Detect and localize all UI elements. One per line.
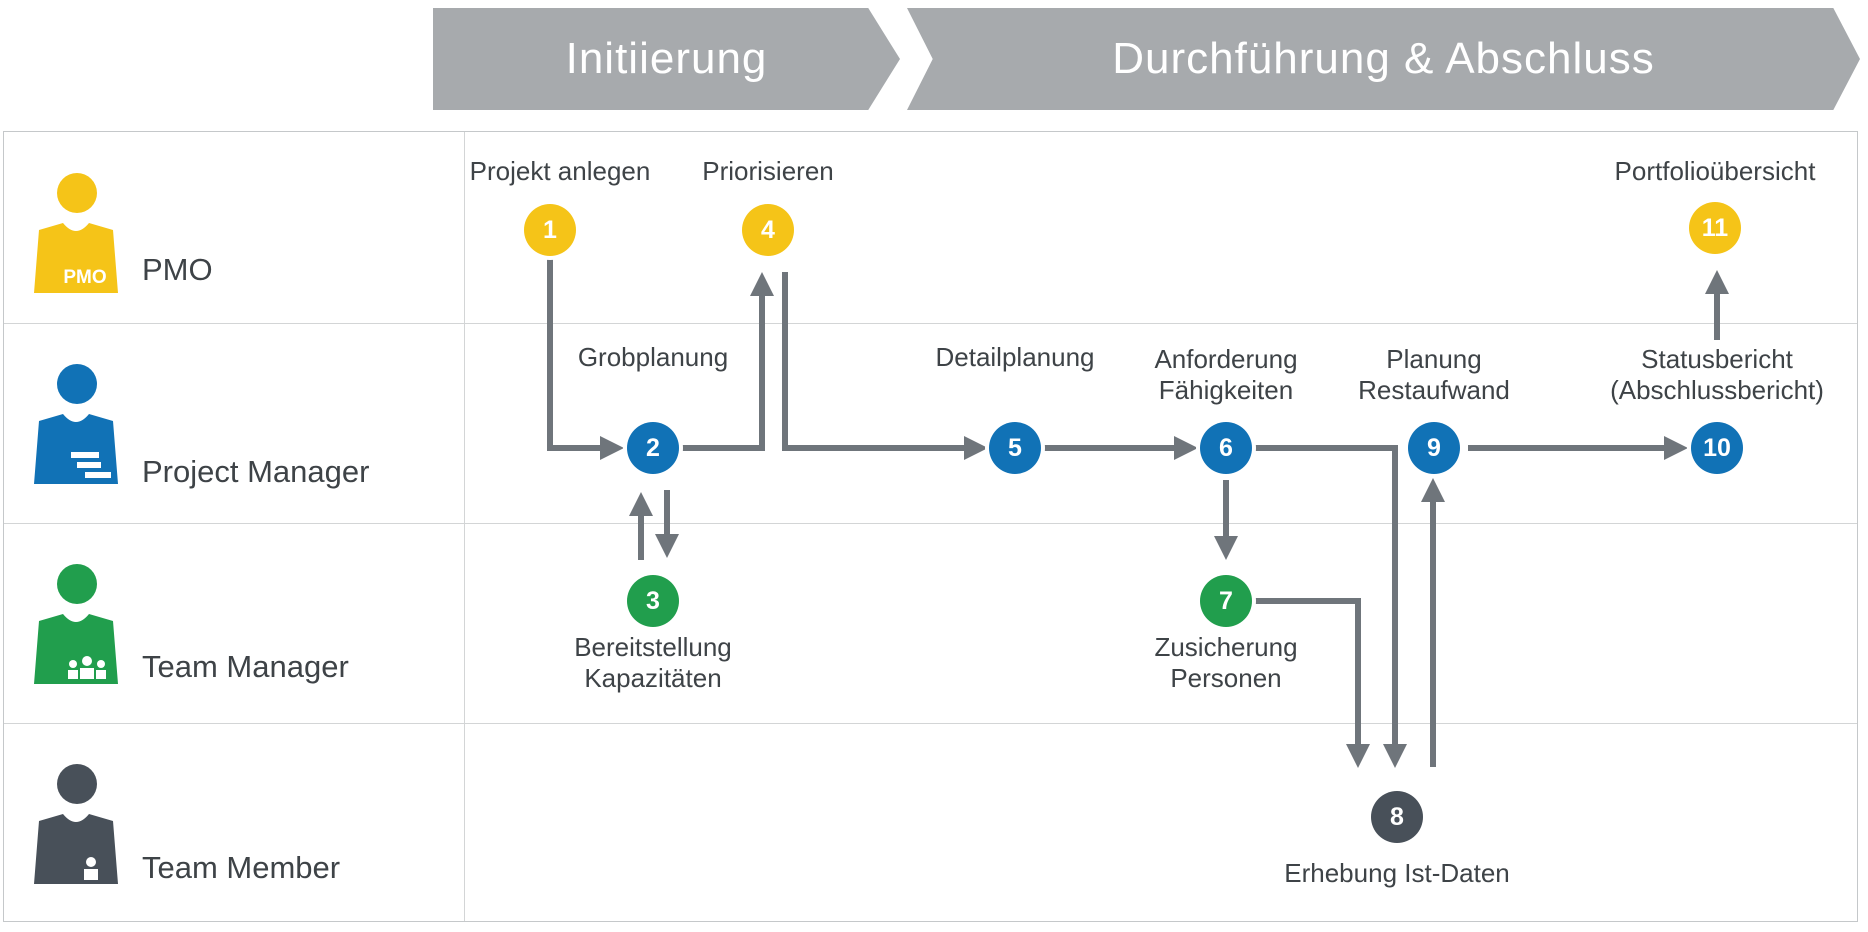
step-node-5: 5 bbox=[989, 422, 1041, 474]
lane-divider bbox=[4, 523, 1857, 524]
swimlane-grid bbox=[3, 131, 1858, 922]
step-label-7: Zusicherung Personen bbox=[1154, 632, 1298, 693]
step-label-5: Detailplanung bbox=[935, 342, 1095, 372]
flow-arrow-1-2 bbox=[547, 256, 624, 460]
step-label-8: Erhebung Ist-Daten bbox=[1284, 858, 1510, 888]
role-label-pmo: PMO bbox=[142, 252, 213, 287]
phase-label: Initiierung bbox=[565, 34, 768, 83]
step-node-6: 6 bbox=[1200, 422, 1252, 474]
flow-arrow-2-4 bbox=[679, 272, 774, 451]
step-number: 11 bbox=[1701, 213, 1729, 242]
step-number: 2 bbox=[646, 433, 660, 462]
role-column-divider bbox=[464, 132, 465, 921]
project-manager-person-icon bbox=[34, 364, 118, 484]
role-label-project-manager: Project Manager bbox=[142, 454, 370, 489]
step-number: 6 bbox=[1219, 433, 1233, 462]
step-number: 8 bbox=[1390, 802, 1404, 831]
step-node-4: 4 bbox=[742, 204, 794, 256]
people-group-glyph bbox=[68, 656, 106, 679]
flow-arrow-4-5 bbox=[782, 272, 988, 460]
flow-arrow-7-8 bbox=[1254, 598, 1370, 768]
person-glyph bbox=[84, 857, 98, 880]
step-number: 3 bbox=[646, 586, 660, 615]
role-label-team-manager: Team Manager bbox=[142, 649, 349, 684]
step-number: 4 bbox=[761, 215, 775, 244]
step-node-1: 1 bbox=[524, 204, 576, 256]
step-label-9: Planung Restaufwand bbox=[1358, 344, 1510, 405]
step-label-6: Anforderung Fähigkeiten bbox=[1154, 344, 1298, 405]
phase-banner-durchfuehrung-abschluss: Durchführung & Abschluss bbox=[907, 8, 1860, 110]
lane-divider bbox=[4, 323, 1857, 324]
step-label-4: Priorisieren bbox=[702, 156, 834, 186]
role-label-team-member: Team Member bbox=[142, 850, 341, 885]
phase-label: Durchführung & Abschluss bbox=[1112, 34, 1655, 83]
phase-banner-initiierung: Initiierung bbox=[433, 8, 900, 110]
pmo-badge-text: PMO bbox=[63, 267, 106, 288]
step-node-11: 11 bbox=[1689, 202, 1741, 254]
team-member-person-icon bbox=[34, 764, 118, 884]
step-node-7: 7 bbox=[1200, 575, 1252, 627]
step-node-8: 8 bbox=[1371, 791, 1423, 843]
step-label-11: Portfolioübersicht bbox=[1614, 156, 1816, 186]
step-node-9: 9 bbox=[1408, 422, 1460, 474]
lane-divider bbox=[4, 723, 1857, 724]
step-number: 10 bbox=[1703, 433, 1731, 462]
step-number: 9 bbox=[1427, 433, 1441, 462]
step-label-2: Grobplanung bbox=[577, 342, 729, 372]
step-label-10: Statusbericht (Abschlussbericht) bbox=[1610, 344, 1824, 405]
step-label-1: Projekt anlegen bbox=[469, 156, 651, 186]
team-manager-person-icon bbox=[34, 564, 118, 684]
step-number: 5 bbox=[1008, 433, 1022, 462]
pmo-person-icon: PMO bbox=[34, 173, 118, 293]
step-node-10: 10 bbox=[1691, 422, 1743, 474]
step-number: 1 bbox=[543, 215, 557, 244]
step-node-2: 2 bbox=[627, 422, 679, 474]
flow-arrow-6-8 bbox=[1254, 445, 1407, 768]
step-label-3: Bereitstellung Kapazitäten bbox=[574, 632, 732, 693]
step-node-3: 3 bbox=[627, 575, 679, 627]
step-number: 7 bbox=[1219, 586, 1233, 615]
gantt-bars-glyph bbox=[71, 452, 111, 478]
